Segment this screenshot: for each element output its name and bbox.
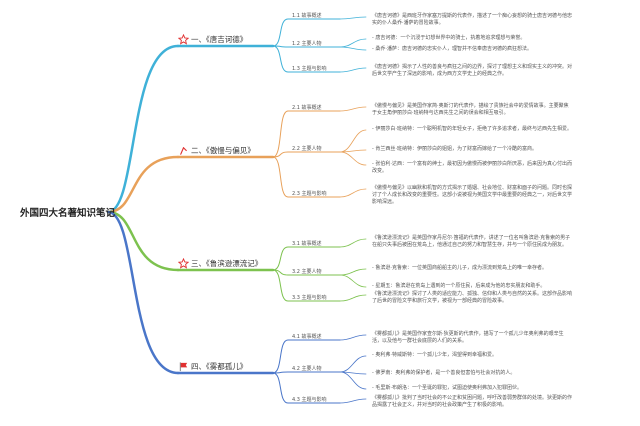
detail-text-3-1-1: 《鲁滨逊漂流记》是英国作家丹尼尔·笛福的代表作，讲述了一位名叫鲁滨逊·克鲁索的男… [372, 235, 571, 248]
root-title: 外国四大名著知识笔记 [20, 208, 116, 219]
connector-root-branch-2 [106, 155, 180, 214]
connector-sub-4-2-detail-1 [339, 355, 367, 373]
flag-icon [178, 361, 189, 372]
detail-text-4-3-1: 《雾都孤儿》批判了当时社会的不公正和贫困问题，呼吁改善弱势群体的处境。狄更斯的作… [372, 395, 573, 408]
sub-topic-3-3[interactable]: 3.3 主题与影响 [292, 295, 327, 301]
sub-topic-3-2[interactable]: 3.2 主要人物 [292, 269, 322, 275]
sub-topic-2-1[interactable]: 2.1 故事概述 [292, 105, 322, 111]
sub-topic-4-1[interactable]: 4.1 故事概述 [292, 334, 322, 340]
detail-text-3-2-1: - 鲁滨逊·克鲁索：一位英国商船船主的儿子，成为漂流到荒岛上的唯一幸存者。 [372, 265, 547, 271]
detail-text-4-2-1: - 奥利弗·特威斯特：一个孤儿少年，渴望得到幸福和爱。 [372, 352, 497, 358]
branch-label: 二、《傲慢与偏见》 [191, 146, 255, 155]
branch-label: 三、《鲁滨逊漂流记》 [191, 259, 263, 268]
detail-text-2-2-3: - 张伯利·达西：一个富有的绅士，最初因为傲慢而被伊丽莎白所厌恶，后来因为真心付… [372, 161, 572, 174]
connector-sub-3-2-detail-2 [339, 274, 367, 288]
detail-text-4-2-3: - 毛里斯·布朗洛：一个圣诞的罪犯，试图迫使奥利弗加入犯罪团伙。 [372, 385, 522, 391]
detail-text-3-3-1: 《鲁滨逊漂流记》探讨了人类的适应能力、孤独、信仰和人类与自然的关系。这部作品影响… [372, 291, 573, 304]
connector-branch-1-sub-1 [272, 18, 289, 47]
connector-branch-3-sub-3 [272, 269, 289, 302]
star-outline-icon [177, 257, 190, 269]
pin-icon [178, 145, 189, 156]
connector-sub-1-2-detail-2 [339, 46, 367, 51]
connector-sub-1-1-detail-1 [339, 16, 367, 20]
connector-branch-2-sub-2 [272, 151, 289, 158]
connector-sub-3-3-detail-1 [339, 294, 367, 302]
sub-topic-1-3[interactable]: 1.3 主题与影响 [292, 66, 327, 72]
branch-label: 四、《雾都孤儿》 [191, 362, 248, 371]
detail-text-1-2-2: - 桑乔·潘萨：唐吉诃德的忠实仆人，理智并不信奉唐吉诃德的疯狂想法。 [372, 46, 532, 52]
connector-sub-2-2-detail-3 [339, 151, 367, 166]
connector-root-branch-3 [106, 210, 180, 272]
detail-text-1-3-1: 《唐吉诃德》揭示了人性的善良与疯狂之间的边界，探讨了理想主义和现实主义的冲突。对… [372, 64, 573, 77]
connector-sub-4-1-detail-1 [339, 334, 367, 341]
detail-text-4-1-1: 《雾都孤儿》是英国作家查尔斯·狄更斯的代表作，描写了一个孤儿少年奥利弗的艰辛生活… [372, 331, 564, 344]
detail-text-2-2-2: - 肯兰西丝·班纳特：伊丽莎白的姐姐，为了财富而嫁给了一个冷酷的富商。 [372, 146, 537, 152]
connector-branch-1-sub-3 [272, 45, 289, 73]
sub-topic-4-3[interactable]: 4.3 主题与影响 [292, 397, 327, 403]
branch-4[interactable]: 四、《雾都孤儿》 [178, 361, 247, 372]
connector-sub-2-2-detail-1 [339, 129, 367, 153]
sub-topic-4-2[interactable]: 4.2 主要人物 [292, 366, 322, 372]
connector-branch-3-sub-1 [272, 246, 289, 271]
connector-sub-3-1-detail-1 [339, 238, 367, 248]
connector-lines [106, 16, 367, 404]
connector-branch-2-sub-3 [272, 156, 289, 198]
detail-text-4-2-2: - 佛罗南：奥利弗的保护者，是一个善良但害怕与社会对抗的人。 [372, 370, 516, 376]
connector-root-branch-4 [106, 210, 180, 375]
sub-topic-3-1[interactable]: 3.1 故事概述 [292, 241, 322, 247]
connector-branch-4-sub-3 [272, 372, 289, 404]
connector-sub-4-2-detail-3 [339, 371, 367, 390]
sub-topic-2-2[interactable]: 2.2 主要人物 [292, 146, 322, 152]
star-outline-icon [177, 33, 190, 45]
branch-1[interactable]: 一、《唐吉诃德》 [177, 33, 248, 45]
connector-sub-1-2-detail-1 [339, 38, 367, 48]
connector-root-branch-1 [106, 44, 180, 214]
branch-2[interactable]: 二、《傲慢与偏见》 [178, 145, 255, 156]
detail-text-1-2-1: - 唐吉诃德：一个沉浸于幻想世界中的骑士，执着地追求理想与荣誉。 [372, 35, 526, 41]
connector-sub-4-3-detail-1 [339, 398, 367, 404]
connector-sub-3-2-detail-1 [339, 268, 367, 276]
connector-sub-2-3-detail-1 [339, 188, 367, 198]
detail-text-2-1-1: 《傲慢与偏见》是英国作家简·奥斯汀的代表作，描绘了贵族社会中的爱情故事。主要聚焦… [372, 103, 569, 116]
sub-topic-2-3[interactable]: 2.3 主题与影响 [292, 191, 327, 197]
detail-text-3-2-2: - 星期五：鲁滨逊在荒岛上遇到的一个原住民，后来成为他的忠实朋友和助手。 [372, 283, 546, 289]
connector-sub-2-1-detail-1 [339, 106, 367, 112]
detail-text-1-1-1: 《唐吉诃德》是西班牙作家塞万提斯的代表作，描述了一个痴心妄想的骑士唐吉诃德与他忠… [372, 13, 573, 26]
detail-text-2-2-1: - 伊丽莎白·班纳特：一个聪明机智的年轻女子，拒绝了许多追求者，最终与达西先生相… [372, 126, 572, 132]
branch-label: 一、《唐吉诃德》 [191, 35, 248, 44]
sub-topic-1-2[interactable]: 1.2 主要人物 [292, 41, 322, 47]
detail-text-2-3-1: 《傲慢与偏见》以幽默和机智的方式揭示了婚姻、社会地位、财富和面子的问题。同时也探… [372, 185, 573, 205]
connector-branch-2-sub-1 [272, 110, 289, 158]
connector-sub-1-3-detail-1 [339, 67, 367, 73]
branch-3[interactable]: 三、《鲁滨逊漂流记》 [177, 257, 263, 269]
sub-topic-1-1[interactable]: 1.1 故事概述 [292, 13, 322, 19]
connector-branch-4-sub-1 [272, 339, 289, 374]
